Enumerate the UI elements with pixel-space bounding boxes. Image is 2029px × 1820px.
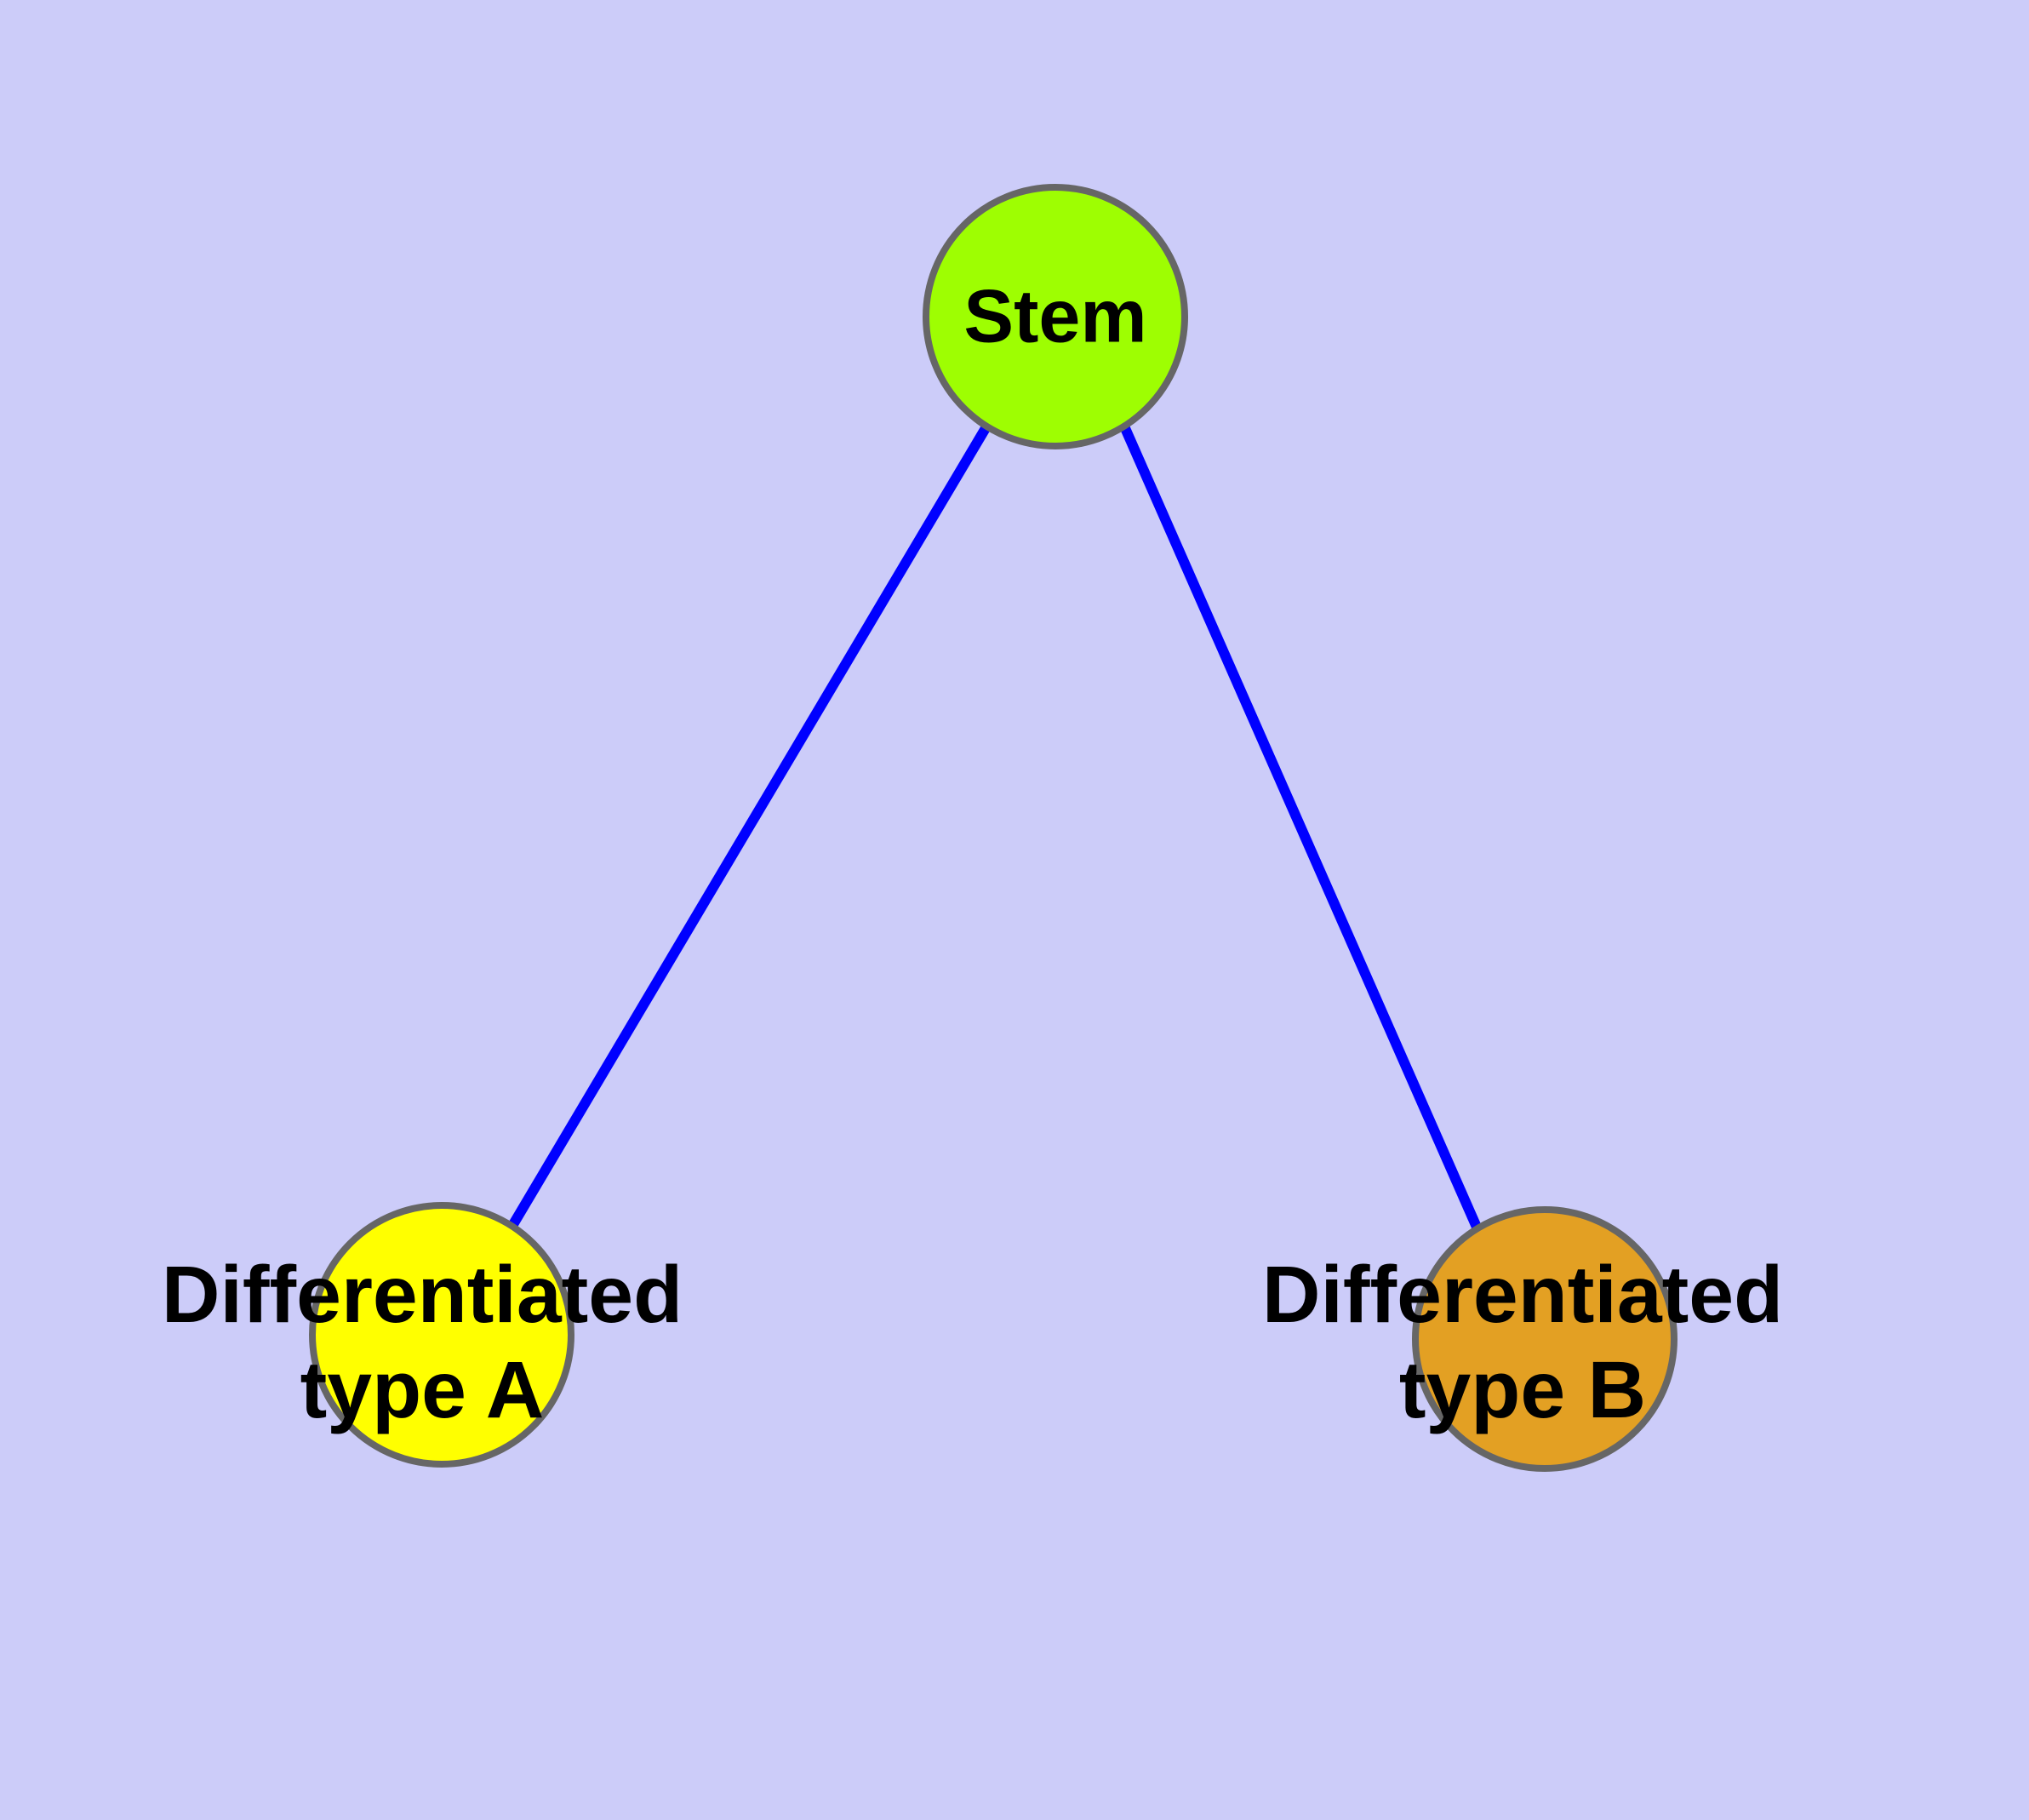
node-label-differentiated-type-b-line2: type B <box>1399 1345 1646 1435</box>
node-label-stem: Stem <box>963 273 1146 358</box>
node-circle-differentiated-type-b[interactable] <box>1412 1206 1677 1472</box>
node-label-differentiated-type-a-line2: type A <box>300 1345 545 1435</box>
node-stem[interactable]: Stem <box>923 184 1188 449</box>
node-circle-stem[interactable] <box>923 184 1188 449</box>
node-differentiated-type-a[interactable] <box>309 1202 574 1468</box>
node-differentiated-type-b[interactable] <box>1412 1206 1677 1472</box>
node-label-differentiated-type-a-line1: Differentiated <box>162 1250 683 1340</box>
edge-stem-to-differentiated-type-a[interactable] <box>507 425 991 1229</box>
node-circle-differentiated-type-a[interactable] <box>309 1202 574 1468</box>
leaf-label-group: Differentiated type A Differentiated typ… <box>162 1250 1783 1435</box>
edge-group <box>507 425 1483 1233</box>
node-label-differentiated-type-b-line1: Differentiated <box>1262 1250 1783 1340</box>
edge-stem-to-differentiated-type-b[interactable] <box>1120 426 1483 1233</box>
